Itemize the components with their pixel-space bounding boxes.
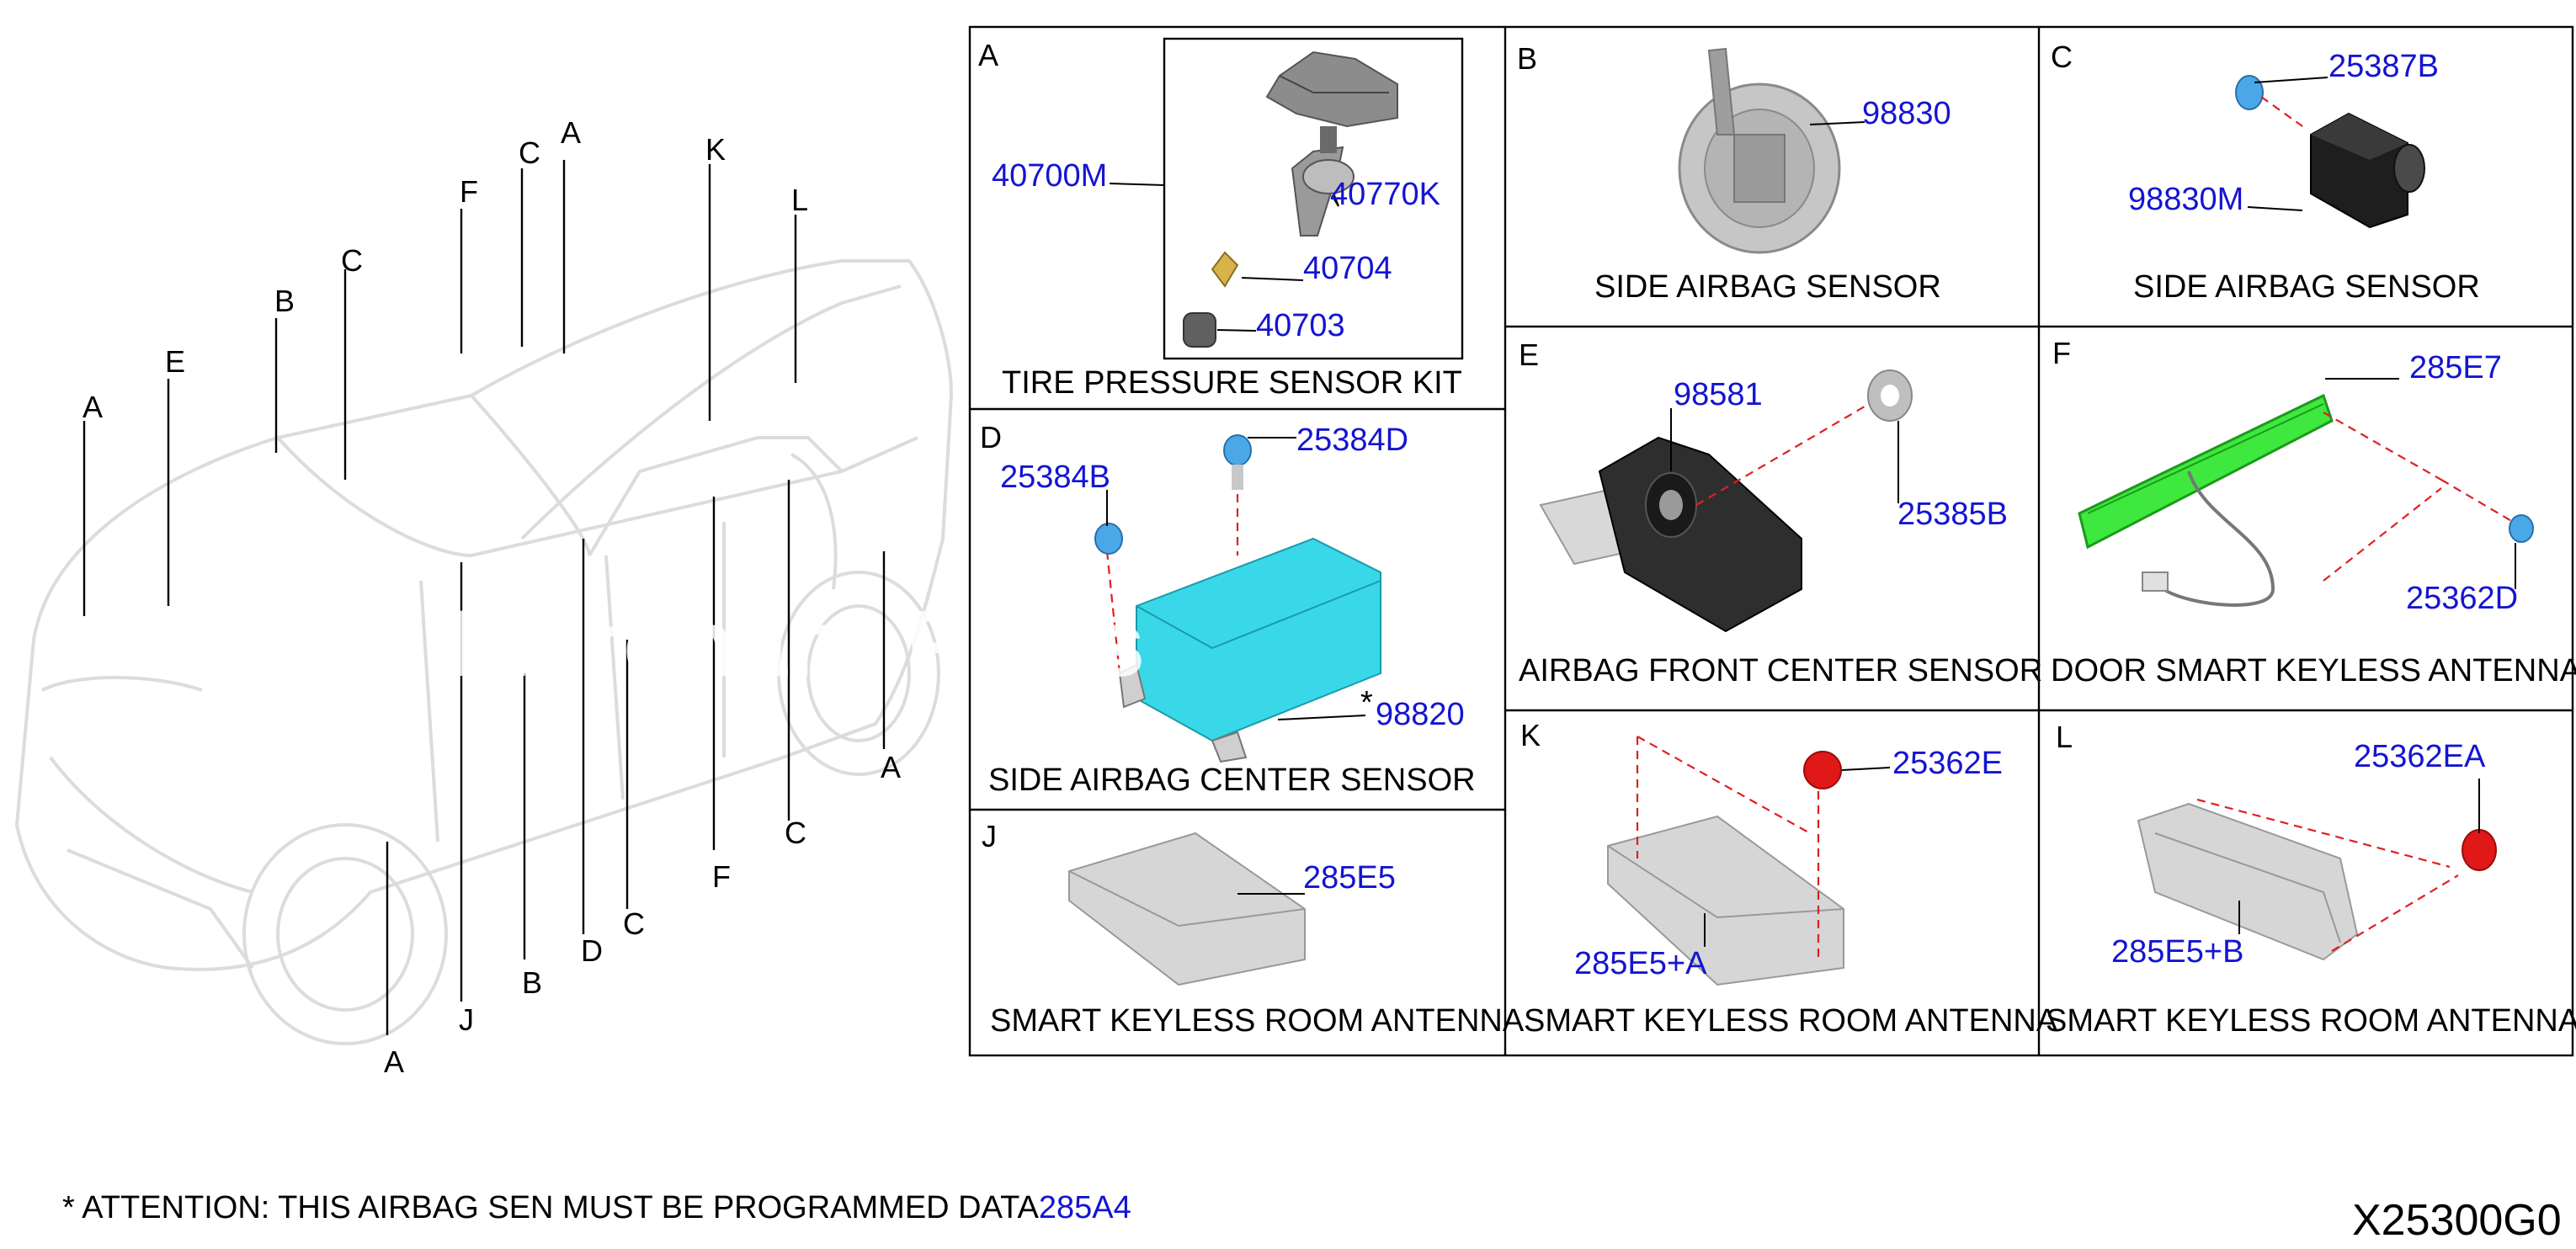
panel-b-letter: B: [1517, 41, 1538, 76]
car-callout-c: C: [341, 243, 363, 278]
part-285E5+B[interactable]: 285E5+B: [2111, 934, 2244, 970]
part-40704[interactable]: 40704: [1303, 251, 1392, 286]
car-callout-j: J: [459, 1002, 474, 1037]
part-98581[interactable]: 98581: [1674, 377, 1763, 412]
car-callout-a: A: [881, 750, 902, 784]
car-callout-a: A: [82, 390, 104, 424]
panel-d-letter: D: [980, 420, 1002, 454]
panel-f-title: DOOR SMART KEYLESS ANTENNA: [2051, 653, 2576, 688]
panel-e-letter: E: [1519, 337, 1540, 372]
car-callout-f: F: [460, 174, 478, 209]
part-25362E[interactable]: 25362E: [1892, 746, 2004, 781]
attention-text: * ATTENTION: THIS AIRBAG SEN MUST BE PRO…: [62, 1190, 1039, 1225]
panel-k-letter: K: [1520, 718, 1541, 752]
panel-k-title: SMART KEYLESS ROOM ANTENNA: [1524, 1003, 2058, 1039]
part-285E5[interactable]: 285E5: [1303, 860, 1396, 896]
part-25362D[interactable]: 25362D: [2406, 581, 2519, 616]
part-25384B[interactable]: 25384B: [1000, 460, 1111, 495]
car-callout-b: B: [274, 284, 295, 318]
panel-grid: [968, 25, 2574, 1057]
watermark: Offers Merchant Parts: [143, 591, 1147, 696]
panel-c-title: SIDE AIRBAG SENSOR: [2133, 269, 2480, 305]
part-285E5+A[interactable]: 285E5+A: [1574, 946, 1707, 981]
side-airbag-sensor-c-icon: [2235, 75, 2425, 229]
car-callout-c: C: [519, 136, 540, 170]
part-25384D[interactable]: 25384D: [1296, 423, 1409, 458]
diagram-code: X25300G0: [2352, 1196, 2562, 1245]
smart-keyless-room-antenna-j-icon: [1068, 832, 1306, 986]
side-airbag-sensor-b-icon: [1678, 47, 1865, 254]
smart-keyless-room-antenna-k-icon: [1607, 736, 1891, 986]
car-callout-leaders: [82, 160, 886, 1035]
panel-f-letter: F: [2052, 336, 2071, 370]
car-illustration: [14, 259, 954, 1045]
panel-a-title: TIRE PRESSURE SENSOR KIT: [1002, 365, 1462, 401]
car-callout-a: A: [384, 1044, 405, 1079]
part-98820[interactable]: 98820: [1376, 697, 1465, 732]
panel-a-letter: A: [978, 38, 999, 72]
car-callout-b: B: [522, 965, 543, 1000]
car-callout-l: L: [791, 183, 809, 217]
part-25362EA[interactable]: 25362EA: [2354, 739, 2486, 774]
panel-j-title: SMART KEYLESS ROOM ANTENNA: [990, 1003, 1525, 1039]
part-25385B[interactable]: 25385B: [1897, 497, 2009, 532]
panel-c-letter: C: [2051, 40, 2073, 74]
side-airbag-center-sensor-icon: [1094, 434, 1381, 763]
door-smart-keyless-antenna-icon: [2078, 378, 2534, 607]
part-40700M[interactable]: 40700M: [992, 158, 1108, 194]
tire-pressure-sensor-icon: [1109, 50, 1398, 348]
smart-keyless-room-antenna-l-icon: [2137, 779, 2497, 961]
panel-l-title: SMART KEYLESS ROOM ANTENNA: [2046, 1003, 2576, 1039]
car-callout-a: A: [561, 115, 582, 150]
part-98830[interactable]: 98830: [1862, 96, 1951, 131]
car-callout-d: D: [581, 933, 603, 968]
airbag-front-center-sensor-icon: [1539, 369, 1913, 633]
car-callout-c: C: [623, 906, 645, 941]
panel-j-letter: J: [982, 819, 997, 853]
part-40703[interactable]: 40703: [1256, 308, 1345, 343]
attention-star: *: [1360, 685, 1373, 720]
panel-b-title: SIDE AIRBAG SENSOR: [1594, 269, 1941, 305]
car-callout-k: K: [705, 132, 726, 167]
panel-d-title: SIDE AIRBAG CENTER SENSOR: [988, 763, 1476, 798]
panel-e-title: AIRBAG FRONT CENTER SENSOR: [1519, 653, 2043, 688]
part-40770K[interactable]: 40770K: [1330, 177, 1441, 212]
part-285A4[interactable]: 285A4: [1038, 1190, 1131, 1225]
attention-note: * ATTENTION: THIS AIRBAG SEN MUST BE PRO…: [62, 1190, 1131, 1226]
part-285E7[interactable]: 285E7: [2409, 350, 2502, 385]
panel-l-letter: L: [2056, 720, 2073, 754]
car-callout-c: C: [785, 816, 806, 850]
car-callout-f: F: [712, 859, 731, 894]
part-98830M[interactable]: 98830M: [2128, 182, 2244, 217]
part-25387B[interactable]: 25387B: [2329, 49, 2440, 84]
car-callout-e: E: [165, 344, 186, 379]
